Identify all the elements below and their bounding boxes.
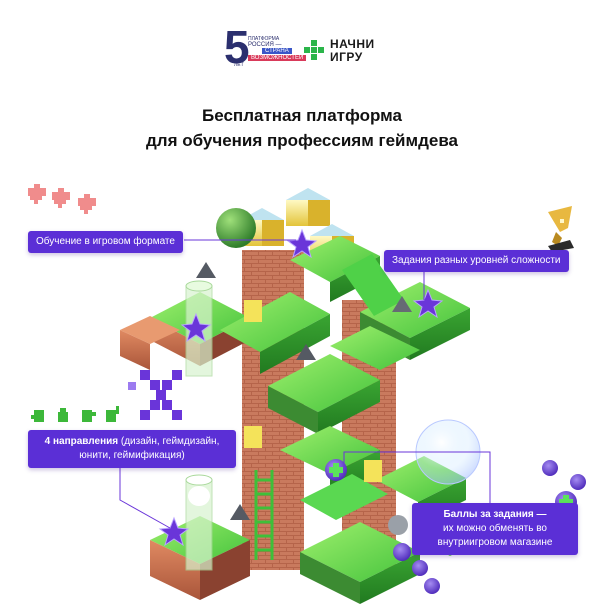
isometric-game-illustration <box>28 184 586 604</box>
page-title: Бесплатная платформа для обучения профес… <box>0 103 604 153</box>
callout-points: Баллы за задания — их можно обменять во … <box>412 503 578 555</box>
callout-directions: 4 направления (дизайн, геймдизайн, юнити… <box>28 430 236 468</box>
logo-russia-text: РОССИЯ — <box>248 42 282 48</box>
callout-directions-bold: 4 направления <box>44 436 119 447</box>
header: 5 ПЛАТФОРМА РОССИЯ — СТРАНА ВОЗМОЖНОСТЕЙ… <box>0 22 604 72</box>
logo-vozm-text: ВОЗМОЖНОСТЕЙ <box>248 55 307 61</box>
title-line-1: Бесплатная платформа <box>202 106 402 125</box>
logo-strana-text: СТРАНА <box>262 48 292 54</box>
callout-game-format: Обучение в игровом формате <box>28 231 183 253</box>
nachni-igru-logo: НАЧНИ ИГРУ <box>304 36 394 66</box>
logo-line1: НАЧНИ <box>330 37 375 51</box>
logo-line2: ИГРУ <box>330 50 363 64</box>
callout-difficulty-levels: Задания разных уровней сложности <box>384 250 569 272</box>
callout-game-format-text: Обучение в игровом формате <box>36 236 175 247</box>
callout-points-text: их можно обменять во внутриигровом магаз… <box>437 523 553 548</box>
callout-directions-text: (дизайн, геймдизайн, юнити, геймификация… <box>79 436 220 461</box>
logo-platform-text: ПЛАТФОРМА <box>248 36 280 42</box>
logo-digit: 5 <box>224 21 250 73</box>
pixel-characters-icon <box>31 406 119 422</box>
callout-points-bold: Баллы за задания — <box>443 509 547 520</box>
logo-let-text: ЛЕТ <box>234 62 244 68</box>
pixel-x-logo-icon <box>128 370 182 420</box>
callout-levels-text: Задания разных уровней сложности <box>392 255 561 266</box>
pixel-cross-icon <box>304 40 324 60</box>
platform-5-years-logo: 5 ПЛАТФОРМА РОССИЯ — СТРАНА ВОЗМОЖНОСТЕЙ… <box>224 22 307 72</box>
title-line-2: для обучения профессиям геймдева <box>145 131 459 150</box>
star-markers <box>158 228 444 547</box>
pixel-hearts-icon <box>28 184 96 214</box>
trophy-icon <box>548 206 574 252</box>
